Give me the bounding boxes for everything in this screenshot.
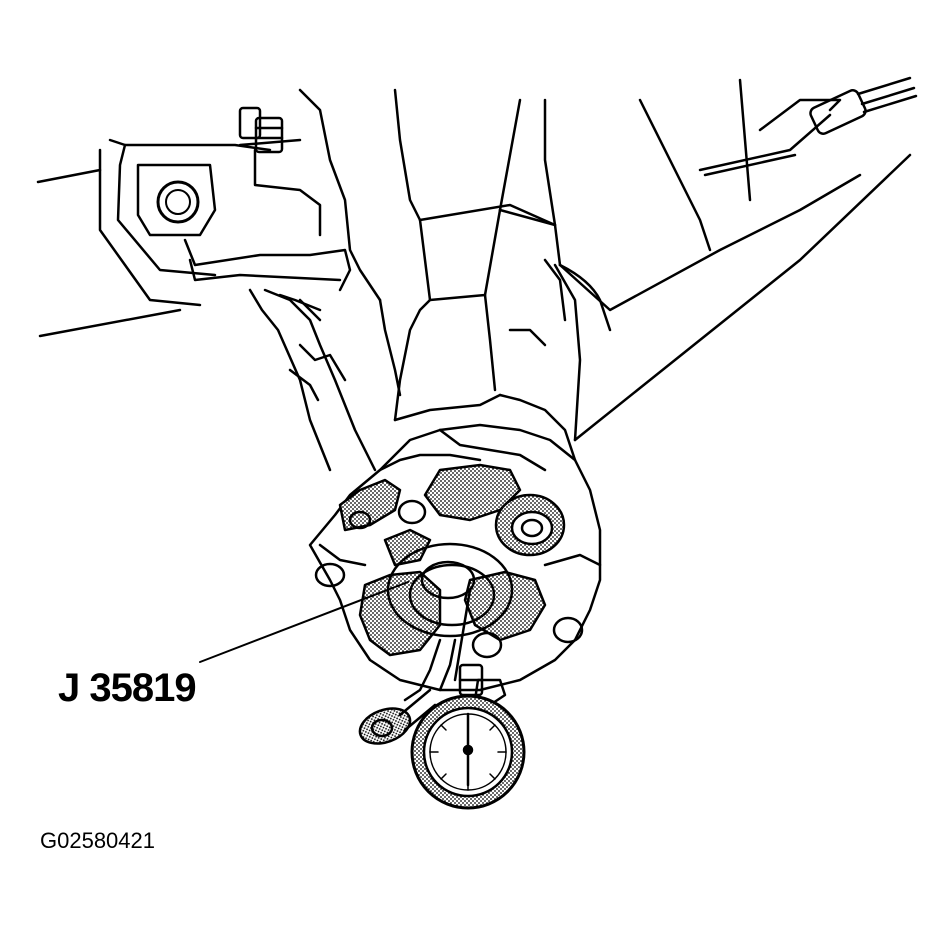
stud-bolt [238,106,322,237]
body-panel-lines [558,78,912,442]
tool-callout-label: J 35819 [58,666,197,710]
dial-gauge-icon [410,694,526,810]
knurled-knob [358,688,437,745]
figure-id: G02580421 [40,828,155,853]
lug-bolt [314,499,584,659]
control-arm [183,238,377,472]
bearing-surface [338,463,547,657]
sensor-cable [809,76,918,135]
mounting-bracket [136,163,217,237]
axle-flange [308,393,602,692]
wheel-stud-cap [494,493,566,557]
frame-rail [36,138,302,338]
callout-leader-line [199,581,409,663]
center-housing [298,88,612,442]
